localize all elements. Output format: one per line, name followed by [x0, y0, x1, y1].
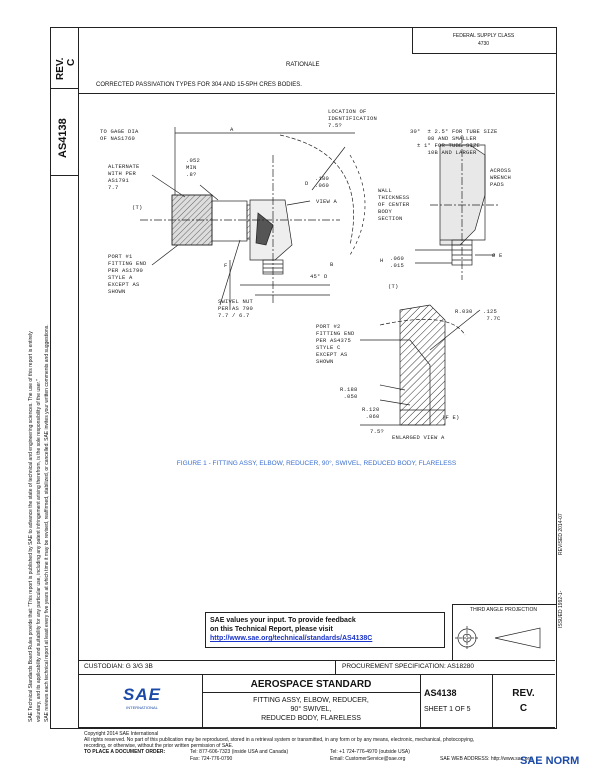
label-f: F	[224, 262, 228, 269]
label-port2: PORT #2 FITTING END PER AS4375 STYLE C E…	[316, 323, 355, 365]
title-rev-label: REV.	[512, 688, 535, 699]
footer-copyright: Copyright 2014 SAE International	[84, 731, 159, 737]
sae-logo-sub: INTERNATIONAL	[126, 705, 158, 710]
left-rev-divider	[50, 88, 78, 89]
procurement-text: PROCUREMENT SPECIFICATION: AS18280	[342, 663, 474, 670]
feedback-line-2: on this Technical Report, please visit	[210, 626, 333, 633]
aerospace-standard: AEROSPACE STANDARD	[250, 679, 372, 690]
rationale-text: CORRECTED PASSIVATION TYPES FOR 304 AND …	[96, 82, 302, 88]
label-d: D	[305, 180, 309, 187]
side-legal-1: SAE Technical Standards Board Rules prov…	[28, 331, 34, 722]
rationale-heading: RATIONALE	[286, 62, 320, 68]
label-r188: R.188 .050	[340, 386, 358, 400]
footer-rights: All rights reserved. No part of this pub…	[84, 737, 475, 743]
figure-caption: FIGURE 1 - FITTING ASSY, ELBOW, REDUCER,…	[176, 460, 457, 467]
footer-fax: Fax: 724-776-0790	[190, 756, 233, 762]
side-doc-number: AS4138	[57, 118, 69, 158]
footer-rights-2: recording, or otherwise, without the pri…	[84, 743, 234, 749]
fsc-label: FEDERAL SUPPLY CLASS	[452, 33, 515, 39]
footer-web[interactable]: SAE WEB ADDRESS: http://www.sae.org	[440, 756, 532, 762]
title-line-1: FITTING ASSY, ELBOW, REDUCER,	[253, 697, 369, 704]
label-t-right: (T)	[388, 283, 399, 290]
label-fe: (F E)	[442, 414, 460, 421]
footer-tel: Tel: 877-606-7323 (inside USA and Canada…	[190, 749, 289, 755]
title-split-3	[492, 674, 493, 727]
label-t-left: (T)	[132, 204, 143, 211]
issued-date: ISSUED 1992-1-	[558, 590, 564, 628]
custodian-row-divider	[78, 674, 555, 675]
label-port1: PORT #1 FITTING END PER AS1790 STYLE A E…	[108, 253, 147, 295]
fsc-code: 4730	[477, 41, 490, 47]
fsc-box	[412, 27, 556, 54]
feedback-link[interactable]: http://www.sae.org/technical/standards/A…	[210, 635, 373, 642]
footer-tel2: Tel: +1 724-776-4970 (outside USA)	[330, 749, 410, 755]
title-rev-value: C	[519, 703, 528, 714]
revised-date: REVISED 2014-07	[558, 513, 564, 555]
custodian-divider	[78, 660, 555, 661]
title-line-2: 90° SWIVEL,	[290, 706, 332, 713]
label-view-a: VIEW A	[316, 198, 338, 205]
label-a: A	[230, 126, 234, 133]
left-column-divider	[78, 27, 79, 727]
title-split-1	[202, 674, 203, 727]
footer-order-label: TO PLACE A DOCUMENT ORDER:	[84, 749, 166, 755]
rationale-divider	[78, 93, 555, 94]
side-legal-2: voluntary, and its applicability and sui…	[36, 379, 42, 722]
label-b: B	[330, 261, 334, 268]
label-45d: 45° D	[310, 273, 328, 280]
title-doc-number: AS4138	[424, 688, 457, 698]
label-enlarged-view: ENLARGED VIEW A	[392, 434, 445, 441]
third-angle-box	[452, 604, 556, 661]
label-r120: R.120 .060	[362, 406, 380, 420]
label-e: Ø E	[492, 252, 503, 259]
label-h-values: .060 .015	[390, 255, 405, 269]
sae-norm-watermark: SAE NORM	[520, 755, 580, 767]
title-sheet: SHEET 1 OF 5	[424, 706, 471, 713]
label-across: ACROSS WRENCH PADS	[490, 167, 512, 188]
label-h: H	[380, 257, 384, 264]
sae-logo-mark: SAE	[123, 685, 161, 704]
left-doc-divider	[50, 175, 78, 176]
custodian-text: CUSTODIAN: G 3/G 3B	[84, 663, 153, 670]
label-location: LOCATION OF IDENTIFICATION 7.5?	[328, 108, 378, 129]
technical-drawing	[140, 127, 500, 426]
label-radius: R.030 - .125 7.7C	[455, 308, 501, 322]
title-split-2	[420, 674, 421, 727]
label-min052: .052 MIN .8?	[186, 157, 201, 178]
title-line-3: REDUCED BODY, FLARELESS	[261, 715, 361, 722]
side-rev-value: C	[66, 58, 77, 66]
footer-email: Email: CustomerService@sae.org	[330, 756, 406, 762]
label-five: 7.5?	[370, 428, 385, 435]
label-alternate: ALTERNATE WITH PER AS1791 7.7	[108, 163, 140, 191]
label-wall: WALL THICKNESS OF CENTER BODY SECTION	[378, 187, 410, 222]
title-standard-divider	[202, 692, 420, 693]
feedback-line-1: SAE values your input. To provide feedba…	[210, 617, 356, 624]
label-d-values: .180 .060	[315, 175, 330, 189]
third-angle-label: THIRD ANGLE PROJECTION	[470, 607, 537, 613]
side-legal-3: SAE reviews each technical report at lea…	[44, 324, 50, 722]
third-angle-symbol-icon	[455, 626, 541, 650]
sheet-frame	[50, 27, 557, 729]
side-rev-label: REV.	[55, 57, 66, 80]
title-block-bottom	[78, 727, 555, 728]
sae-logo: SAE INTERNATIONAL	[120, 685, 164, 715]
label-swivel: SWIVEL NUT PER AS 790 7.7 / 6.7	[218, 298, 254, 319]
label-to-gage: TO GAGE DIA OF NAS1760	[100, 128, 139, 142]
custodian-split	[335, 660, 336, 674]
feedback-box: SAE values your input. To provide feedba…	[205, 612, 445, 648]
label-30deg: 30° ± 2.5° FOR TUBE SIZE 08 AND SMALLER …	[410, 128, 498, 156]
